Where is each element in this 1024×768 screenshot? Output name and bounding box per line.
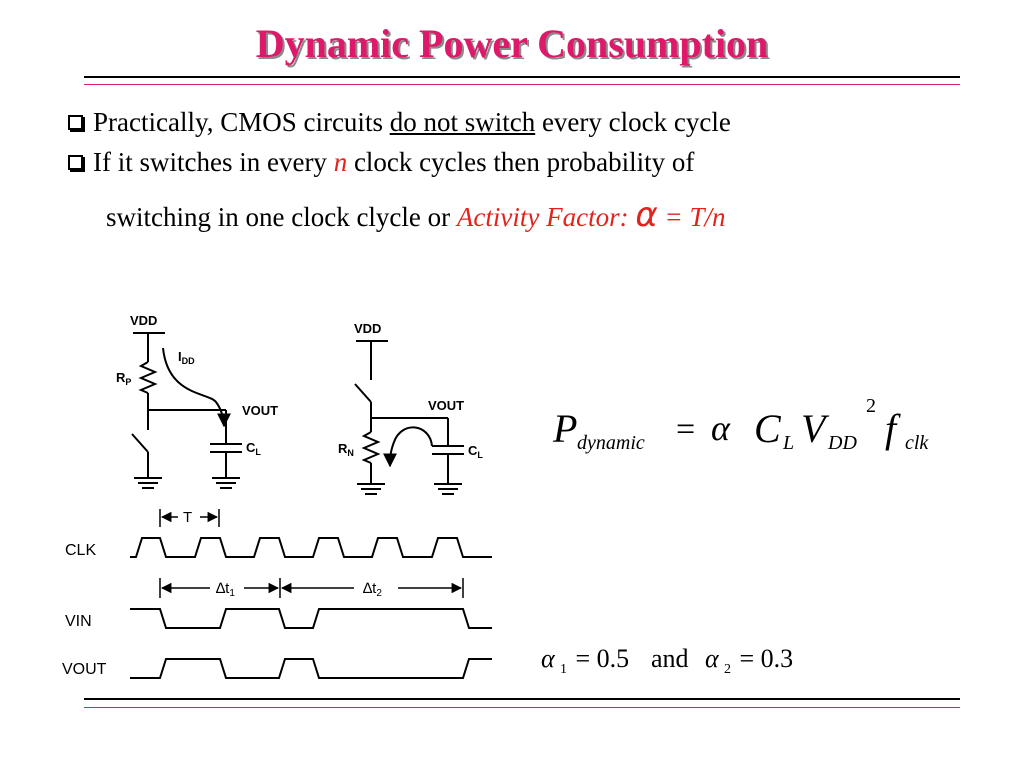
cl-label-left: CL [246, 440, 261, 457]
slide-title: Dynamic Power Consumption [255, 21, 769, 66]
charging-circuit [131, 332, 242, 489]
bullet-2-pre: If it switches in every [93, 147, 334, 177]
title-rule-black [84, 76, 960, 78]
rn-label: RN [338, 441, 354, 458]
idd-label: IDD [178, 349, 195, 366]
vout-waveform-label: VOUT [62, 661, 107, 678]
bullet-2-cont-pre: switching in one clock clycle or [106, 202, 457, 232]
rp-label: RP [116, 370, 131, 387]
delta-t1-label: ∆t1 [216, 580, 235, 599]
bullet-2-continuation: switching in one clock clycle or Activit… [106, 198, 726, 232]
bullet-2-post: clock cycles then probability of [347, 147, 695, 177]
bullet-1-underline: do not switch [389, 107, 536, 137]
bullet-1: Practically, CMOS circuits do not switch… [68, 107, 731, 137]
clk-label: CLK [65, 542, 96, 559]
and-word: and [651, 644, 689, 673]
bullet-2: If it switches in every n clock cycles t… [68, 147, 694, 177]
resistor-rp-icon [138, 361, 158, 394]
formula-v: V [801, 406, 830, 451]
formula-v-sub: DD [827, 432, 857, 454]
vin-waveform [130, 608, 492, 629]
formula-c-sub: L [782, 432, 794, 454]
vout-label-left: VOUT [242, 403, 278, 418]
alpha1: α [541, 644, 556, 673]
dynamic-power-formula: P dynamic = α C L V DD 2 f clk [552, 395, 929, 454]
checkbox-bullet-icon [68, 155, 83, 171]
footer-rule-pink [84, 707, 960, 708]
discharge-current-arrow-icon [383, 426, 433, 468]
bullet-1-pre: Practically, CMOS circuits [93, 107, 390, 137]
clk-waveform [130, 537, 492, 558]
vdd-label-left: VDD [130, 313, 157, 328]
formula-v-sup: 2 [866, 395, 876, 417]
alpha-values: α 1 = 0.5 and α 2 = 0.3 [541, 644, 793, 677]
period-label: T [183, 509, 192, 526]
vout-label-right: VOUT [428, 398, 464, 413]
activity-factor-term: Activity Factor [456, 202, 620, 232]
alpha2: α [705, 644, 720, 673]
delta-t2-label: ∆t2 [363, 580, 382, 599]
alpha1-sub: 1 [560, 662, 567, 677]
switch-left-icon [131, 433, 149, 453]
bullet-1-post: every clock cycle [535, 107, 731, 137]
formula-alpha: α [711, 408, 731, 448]
vout-waveform [130, 658, 492, 679]
period-marker [159, 509, 220, 527]
switch-right-icon [354, 383, 372, 403]
vin-label: VIN [65, 613, 92, 630]
formula-c: C [754, 406, 782, 451]
formula-eq: = [676, 411, 695, 448]
resistor-rn-icon [361, 431, 381, 464]
title-rule-pink [84, 84, 960, 85]
activity-factor-colon: : [619, 202, 629, 232]
formula-f: f [885, 406, 901, 451]
footer-rule-black [84, 698, 960, 700]
bullet-2-var: n [333, 147, 348, 177]
alpha2-value: = 0.3 [733, 644, 793, 673]
checkbox-bullet-icon [68, 115, 83, 131]
vdd-label-right: VDD [354, 321, 381, 336]
activity-factor-equation: = T/n [657, 202, 726, 232]
idd-current-arrow-icon [162, 347, 231, 428]
formula-p-sub: dynamic [577, 432, 645, 454]
delta-t-markers [159, 578, 464, 598]
alpha-symbol: α [635, 195, 658, 235]
alpha2-sub: 2 [724, 662, 731, 677]
cl-label-right: CL [468, 443, 483, 460]
alpha1-value: = 0.5 [569, 644, 636, 673]
formula-p: P [552, 406, 577, 451]
discharging-circuit [354, 340, 464, 495]
formula-f-sub: clk [905, 432, 929, 454]
